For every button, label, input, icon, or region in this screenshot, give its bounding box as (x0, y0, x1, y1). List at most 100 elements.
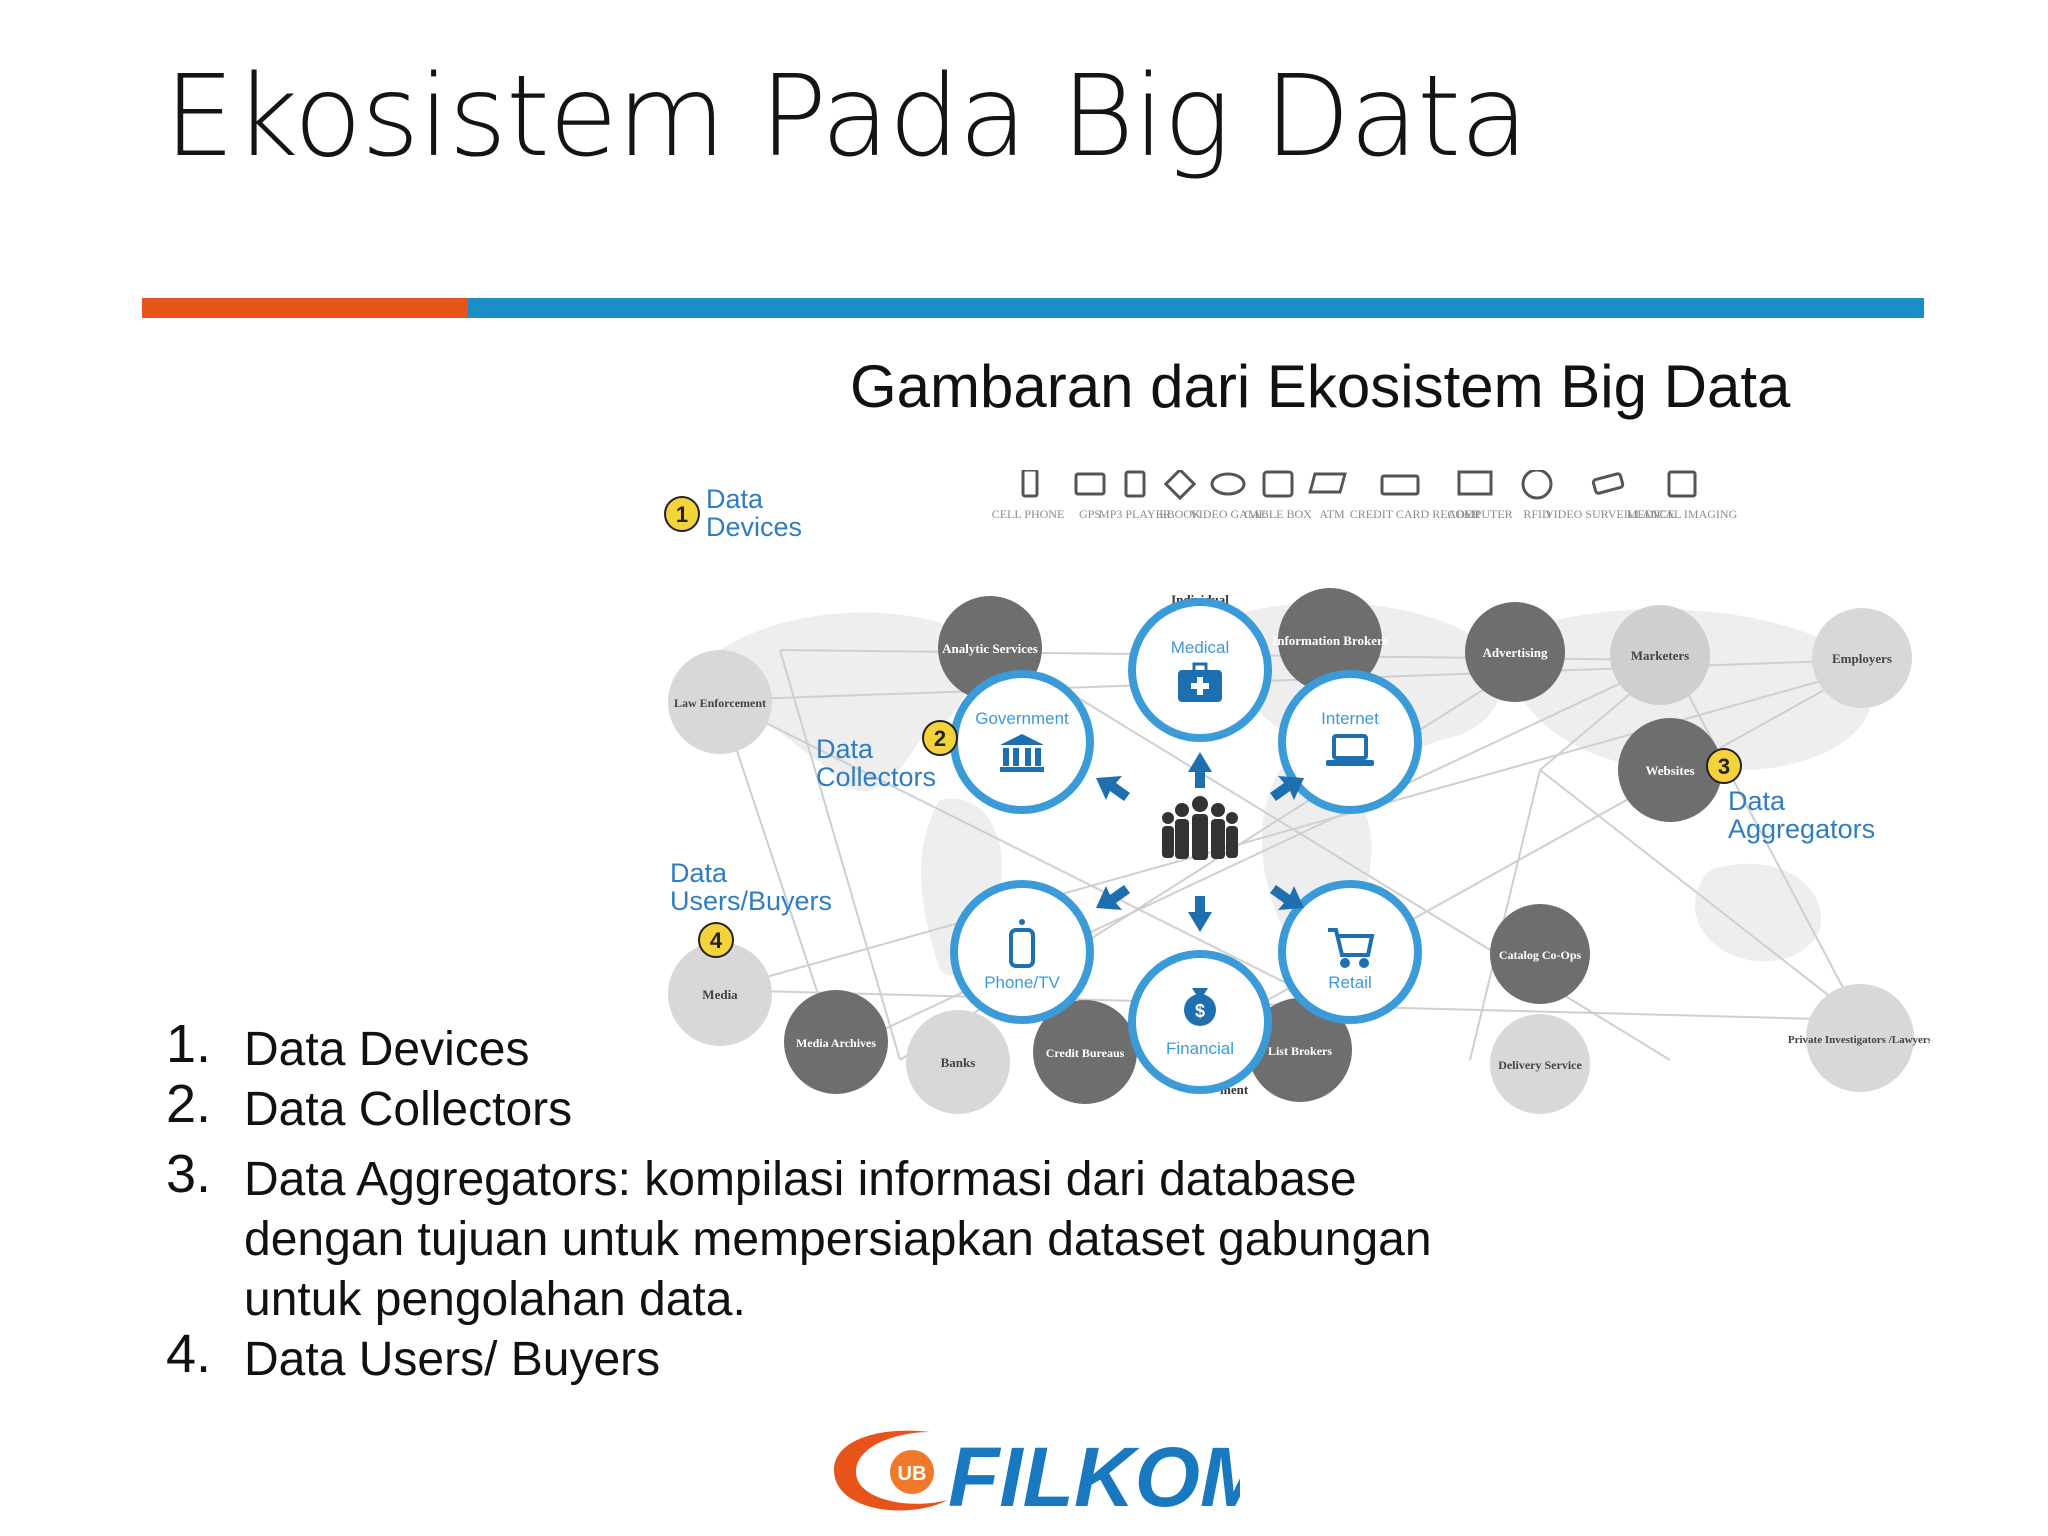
section-aggregators: 3 Data Aggregators (1706, 748, 1875, 844)
list-number: 3. (166, 1144, 212, 1204)
badge-number: 4 (710, 928, 723, 953)
collector-label: Government (975, 709, 1069, 728)
section-label: Devices (706, 512, 802, 542)
node-websites: Websites (1618, 718, 1722, 822)
collector-label: Financial (1166, 1039, 1234, 1058)
filkom-logo: UB FILKOM (834, 1430, 1240, 1520)
node-label: Credit Bureaus (1046, 1046, 1125, 1060)
list-item: 2.Data Collectors (160, 1074, 1964, 1140)
list-number: 1. (166, 1014, 212, 1074)
node-advertising: Advertising (1465, 602, 1565, 702)
people-icon (1162, 796, 1238, 860)
gps-icon (1074, 472, 1106, 496)
node-catalog-co-ops: Catalog Co-Ops (1490, 904, 1590, 1004)
arrow-up-left-icon (1096, 776, 1130, 801)
arrow-down-left-icon (1096, 885, 1130, 910)
collector-label: Internet (1321, 709, 1379, 728)
node-private-investigators: Private Investigators /Lawyers (1788, 984, 1930, 1092)
arrow-down-icon (1188, 896, 1212, 932)
section-labels: 1 Data Devices 2 Data Collectors 3 Data … (664, 484, 1875, 958)
device-label: VIDEO GAME (1190, 507, 1266, 521)
list-number: 4. (166, 1324, 212, 1384)
node-label: Media Archives (796, 1036, 876, 1050)
section-devices: 1 Data Devices (664, 484, 802, 542)
node-label: Delivery Service (1498, 1058, 1582, 1072)
title-rule-blue (468, 298, 1924, 318)
collector-label: Phone/TV (984, 973, 1060, 992)
node-list-brokers: List Brokers (1248, 998, 1352, 1102)
device-label: GPS (1079, 507, 1101, 521)
svg-text:$: $ (1195, 1001, 1205, 1021)
mp3-player-icon (1124, 470, 1146, 498)
collector-label: Medical (1171, 638, 1230, 657)
badge-number: 1 (676, 502, 688, 527)
money-bag-icon: $ (1184, 988, 1216, 1026)
device-label: MP3 PLAYER (1099, 507, 1171, 521)
node-label: Analytic Services (942, 641, 1038, 656)
video-surveillance-icon (1591, 472, 1625, 495)
device-label: EBOOK (1159, 507, 1201, 521)
badge-number: 2 (934, 726, 946, 751)
list-text: Data Users/ Buyers (244, 1333, 661, 1386)
section-label: Collectors (816, 762, 936, 792)
list-text: Data Aggregators: kompilasi informasi da… (244, 1153, 1432, 1326)
node-label: List Brokers (1268, 1044, 1332, 1058)
node-label: Websites (1645, 763, 1694, 778)
section-label: Users/Buyers (670, 886, 832, 916)
device-label: MEDICAL IMAGING (1627, 507, 1738, 521)
atm-icon (1308, 472, 1347, 494)
arrow-up-right-icon (1270, 776, 1304, 801)
section-label: Data (816, 734, 874, 764)
device-label: VIDEO SURVEILLANCE (1545, 507, 1675, 521)
arrow-up-icon (1188, 752, 1212, 788)
device-labels: CELL PHONE GPS MP3 PLAYER EBOOK VIDEO GA… (992, 507, 1738, 521)
device-label: CELL PHONE (992, 507, 1065, 521)
slide-title: Ekosistem Pada Big Data (164, 52, 1529, 182)
cable-box-icon (1262, 470, 1294, 498)
list-text: Data Collectors (244, 1083, 573, 1136)
collector-medical: Medical (1128, 598, 1272, 742)
ebook-icon (1163, 470, 1197, 501)
node-label: Catalog Co-Ops (1499, 948, 1582, 962)
list-text: Data Devices (244, 1023, 530, 1076)
node-label: Law Enforcement (674, 696, 766, 710)
collector-internet: Internet (1278, 670, 1422, 814)
title-rule-orange (142, 298, 468, 318)
section-label: Aggregators (1728, 814, 1875, 844)
list-item: 4. Data Users/ Buyers (160, 1324, 1964, 1390)
individuals-center (1096, 752, 1304, 932)
device-label: ATM (1319, 507, 1345, 521)
section-label: Data (706, 484, 764, 514)
collector-financial: Financial $ (1128, 950, 1272, 1094)
ecosystem-diagram: CELL PHONE GPS MP3 PLAYER EBOOK VIDEO GA… (664, 470, 1930, 1114)
node-label: Employers (1832, 651, 1892, 666)
node-marketers: Marketers (1610, 605, 1710, 705)
collector-retail: Retail (1278, 880, 1422, 1024)
node-label: Media (702, 987, 738, 1002)
arrow-down-right-icon (1270, 885, 1304, 910)
collector-phone-tv: Phone/TV (950, 880, 1094, 1024)
rfid-icon (1521, 470, 1553, 500)
node-label: Information Brokers (1272, 633, 1388, 648)
computer-icon (1457, 470, 1493, 496)
section-users: Data Users/Buyers 4 (670, 858, 832, 958)
node-label: Marketers (1631, 648, 1689, 663)
cell-phone-icon (1021, 470, 1039, 498)
collector-government: Government (950, 670, 1094, 814)
node-credit-bureaus: Credit Bureaus (1033, 1000, 1137, 1104)
logo-badge: UB (898, 1463, 927, 1485)
medical-kit-icon (1178, 662, 1222, 702)
collector-label: Retail (1328, 973, 1371, 992)
list-item: 3. Data Aggregators: kompilasi informasi … (160, 1144, 1964, 1330)
video-game-icon (1210, 472, 1246, 496)
section-label: Data (670, 858, 728, 888)
logo-swoosh-icon: UB (834, 1430, 948, 1511)
shopping-cart-icon (1328, 928, 1375, 968)
medical-imaging-icon (1667, 470, 1697, 498)
node-media-archives: Media Archives (784, 990, 888, 1094)
node-banks: Banks (906, 1010, 1010, 1114)
node-law-enforcement: Law Enforcement (668, 650, 772, 754)
node-label: Advertising (1483, 645, 1549, 660)
node-employers: Employers (1812, 608, 1912, 708)
diagram-subtitle: Gambaran dari Ekosistem Big Data (850, 353, 1791, 420)
